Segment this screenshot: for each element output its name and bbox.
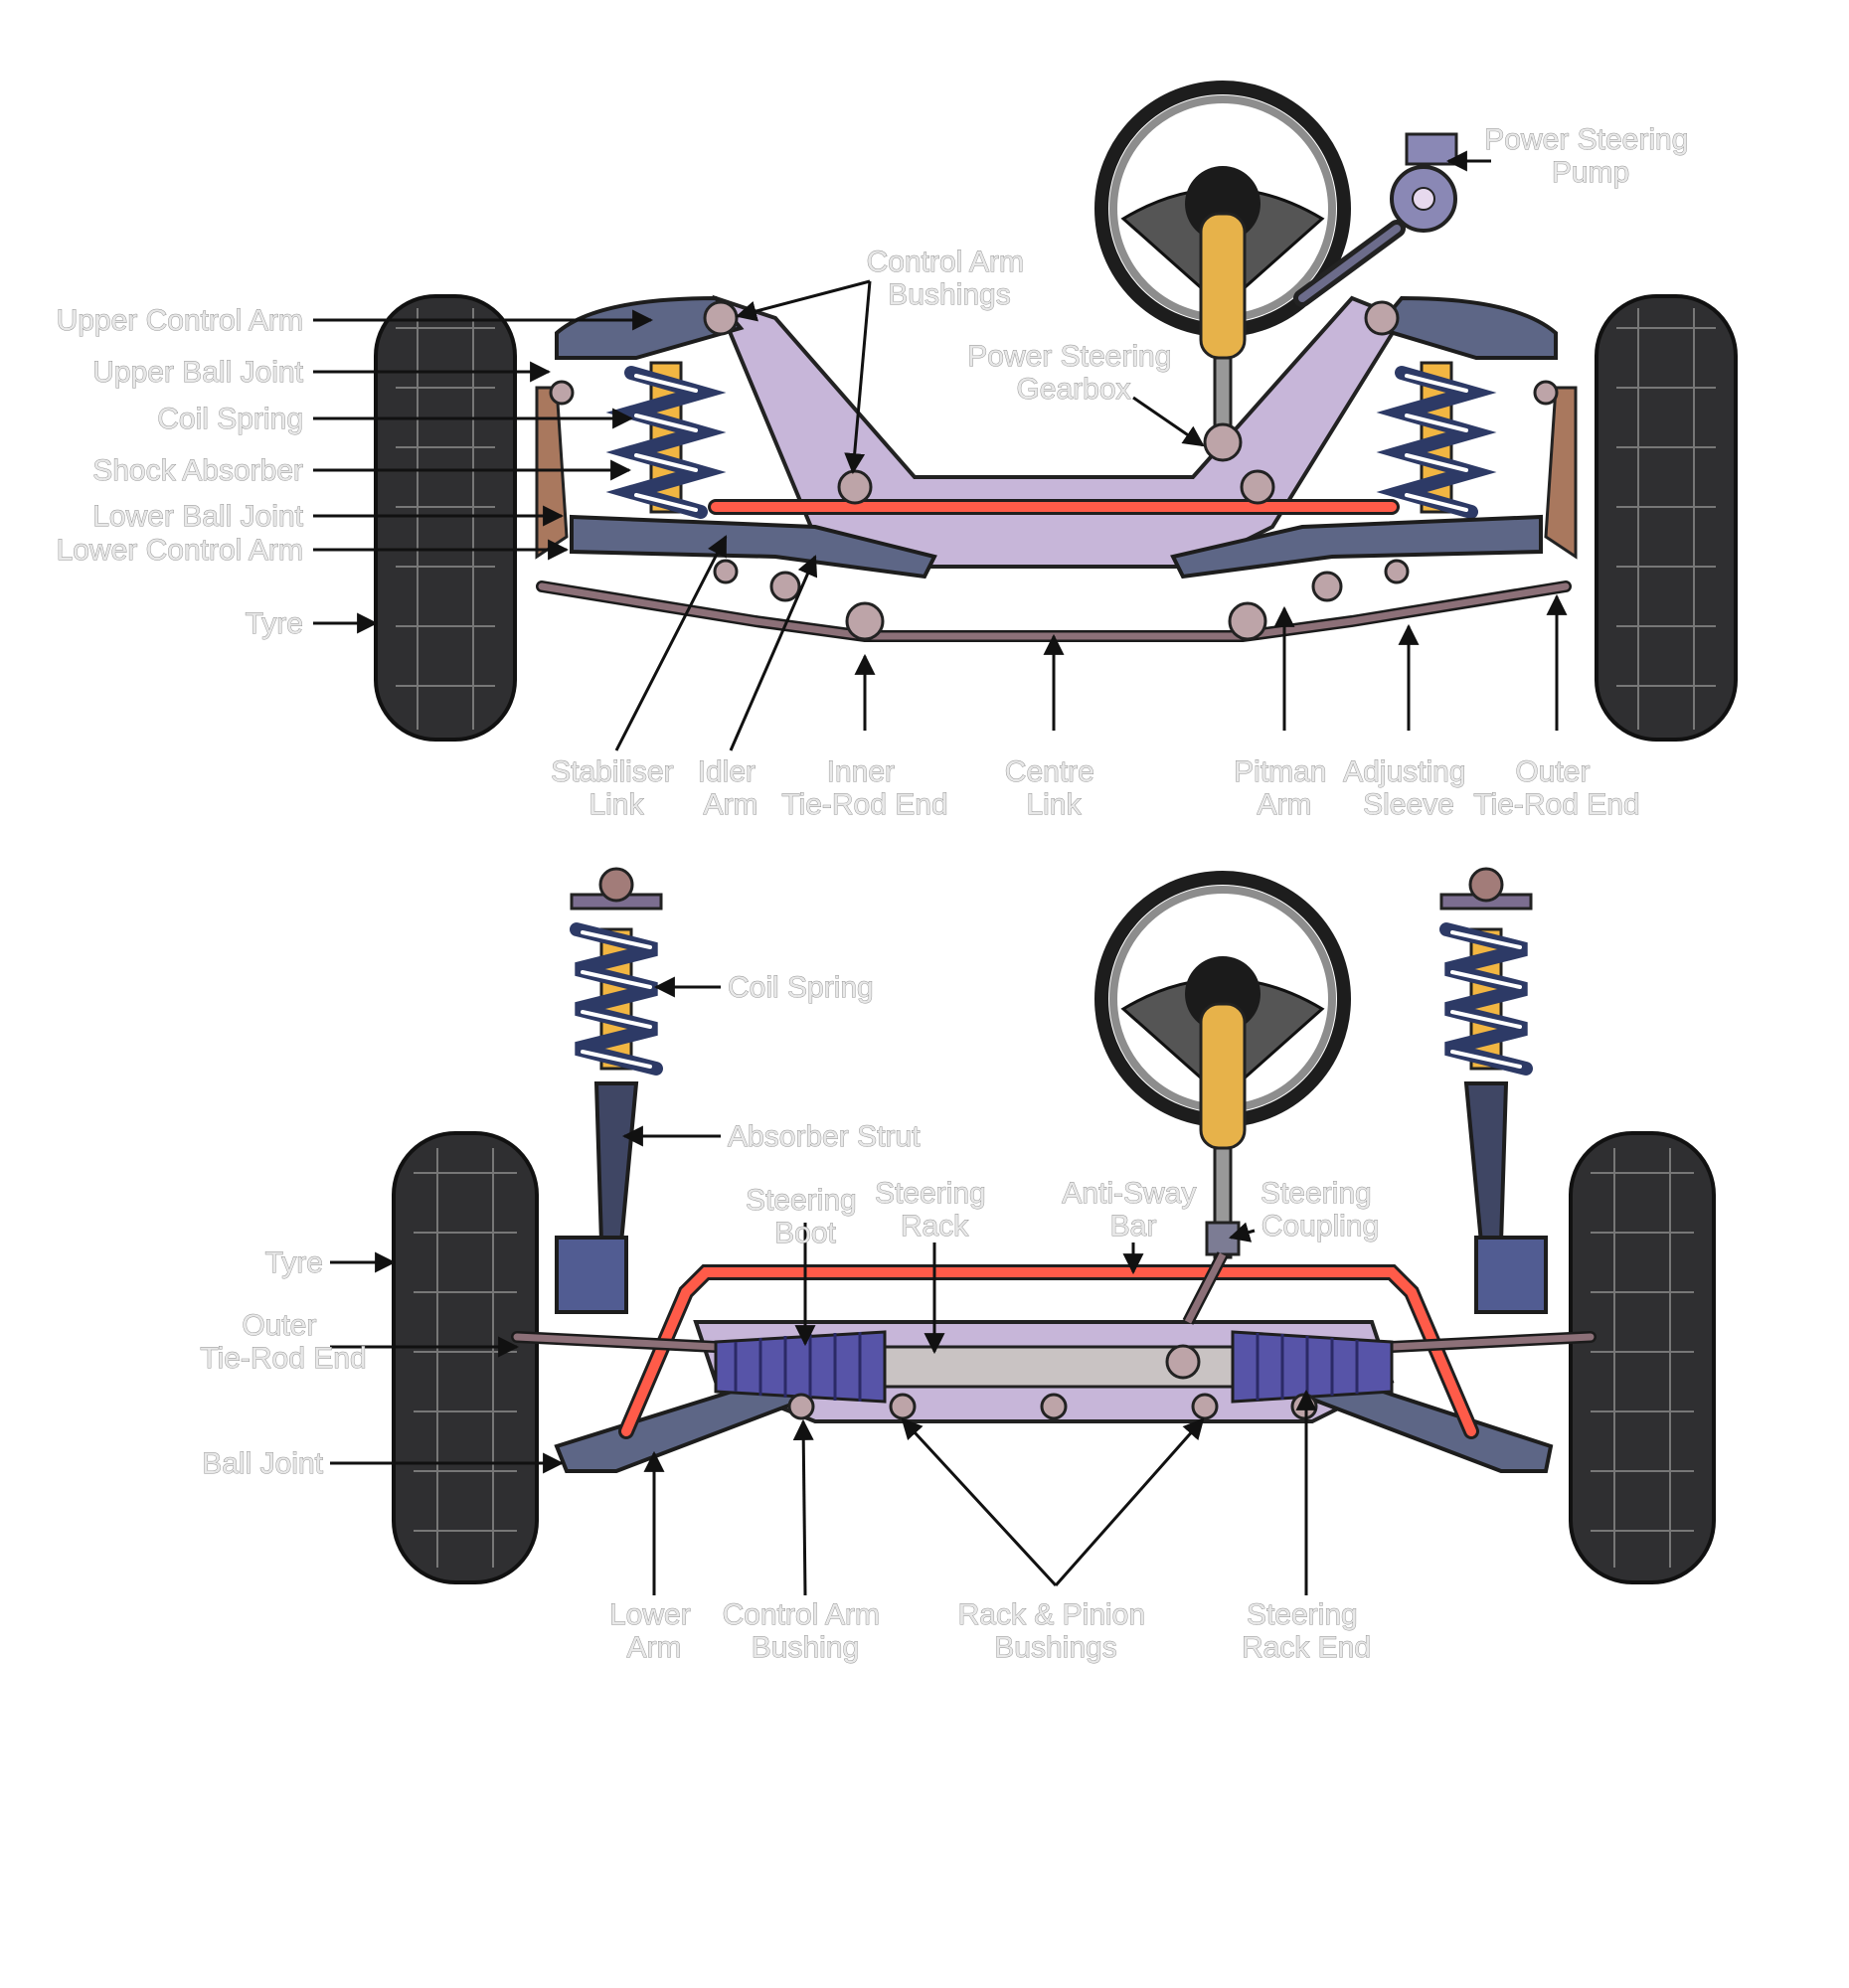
top-leader-lines [313,150,1568,751]
label-lower-arm: Lower Arm [609,1598,699,1664]
label-outer-tie-rod-end-top: Outer Tie-Rod End [1473,755,1639,821]
label-adjusting-sleeve: Adjusting Sleeve [1343,755,1474,821]
label-lower-ball-joint: Lower Ball Joint [92,500,303,533]
strut-right [1439,867,1548,1314]
strut-left [555,867,663,1314]
label-steering-rack: Steering Rack [875,1177,994,1242]
label-power-steering-gearbox: Power Steering Gearbox [967,340,1179,406]
label-shock-absorber: Shock Absorber [92,454,303,487]
label-power-steering-pump: Power Steering Pump [1484,123,1696,189]
label-coil-spring-top: Coil Spring [157,403,303,435]
tyre-right-bottom [1569,1131,1716,1584]
label-upper-ball-joint: Upper Ball Joint [92,356,303,389]
tyre-left-bottom [392,1131,539,1584]
label-lower-control-arm: Lower Control Arm [57,534,303,567]
label-pitman-arm: Pitman Arm [1234,755,1335,821]
tyre-left-top [374,294,517,742]
label-absorber-strut: Absorber Strut [728,1120,921,1153]
label-outer-tie-rod-end-bottom: Outer Tie-Rod End [200,1309,366,1375]
label-inner-tie-rod-end: Inner Tie-Rod End [781,755,947,821]
label-anti-sway-bar: Anti-Sway Bar [1062,1177,1204,1242]
bottom-leader-lines [330,976,1317,1596]
bottom-suspension-illustration [392,867,1716,1584]
label-tyre-bottom: Tyre [265,1246,323,1279]
upper-control-arm-right [1373,295,1558,360]
lower-control-arm-right [1170,514,1543,580]
label-ball-joint: Ball Joint [202,1447,323,1480]
label-coil-spring-bottom: Coil Spring [728,971,874,1004]
label-tyre-top: Tyre [246,607,303,640]
top-suspension-illustration [374,81,1738,742]
label-idler-arm: Idler Arm [698,755,764,821]
lower-control-arm-left [570,514,937,580]
tyre-right-top [1595,294,1738,742]
label-stabiliser-link: Stabiliser Link [551,755,682,821]
label-control-arm-bushing: Control Arm Bushing [723,1598,889,1664]
label-rack-pinion-bushings: Rack & Pinion Bushings [958,1598,1154,1664]
bottom-labels: Coil Spring Absorber Strut Tyre Outer Ti… [200,971,1380,1665]
label-steering-coupling: Steering Coupling [1261,1177,1380,1242]
label-centre-link: Centre Link [1005,755,1102,821]
label-control-arm-bushings: Control Arm Bushings [867,246,1033,311]
top-labels: Upper Control Arm Upper Ball Joint Coil … [56,123,1696,822]
label-steering-boot: Steering Boot [746,1184,865,1249]
label-upper-control-arm: Upper Control Arm [57,304,303,337]
label-steering-rack-end: Steering Rack End [1242,1598,1371,1664]
